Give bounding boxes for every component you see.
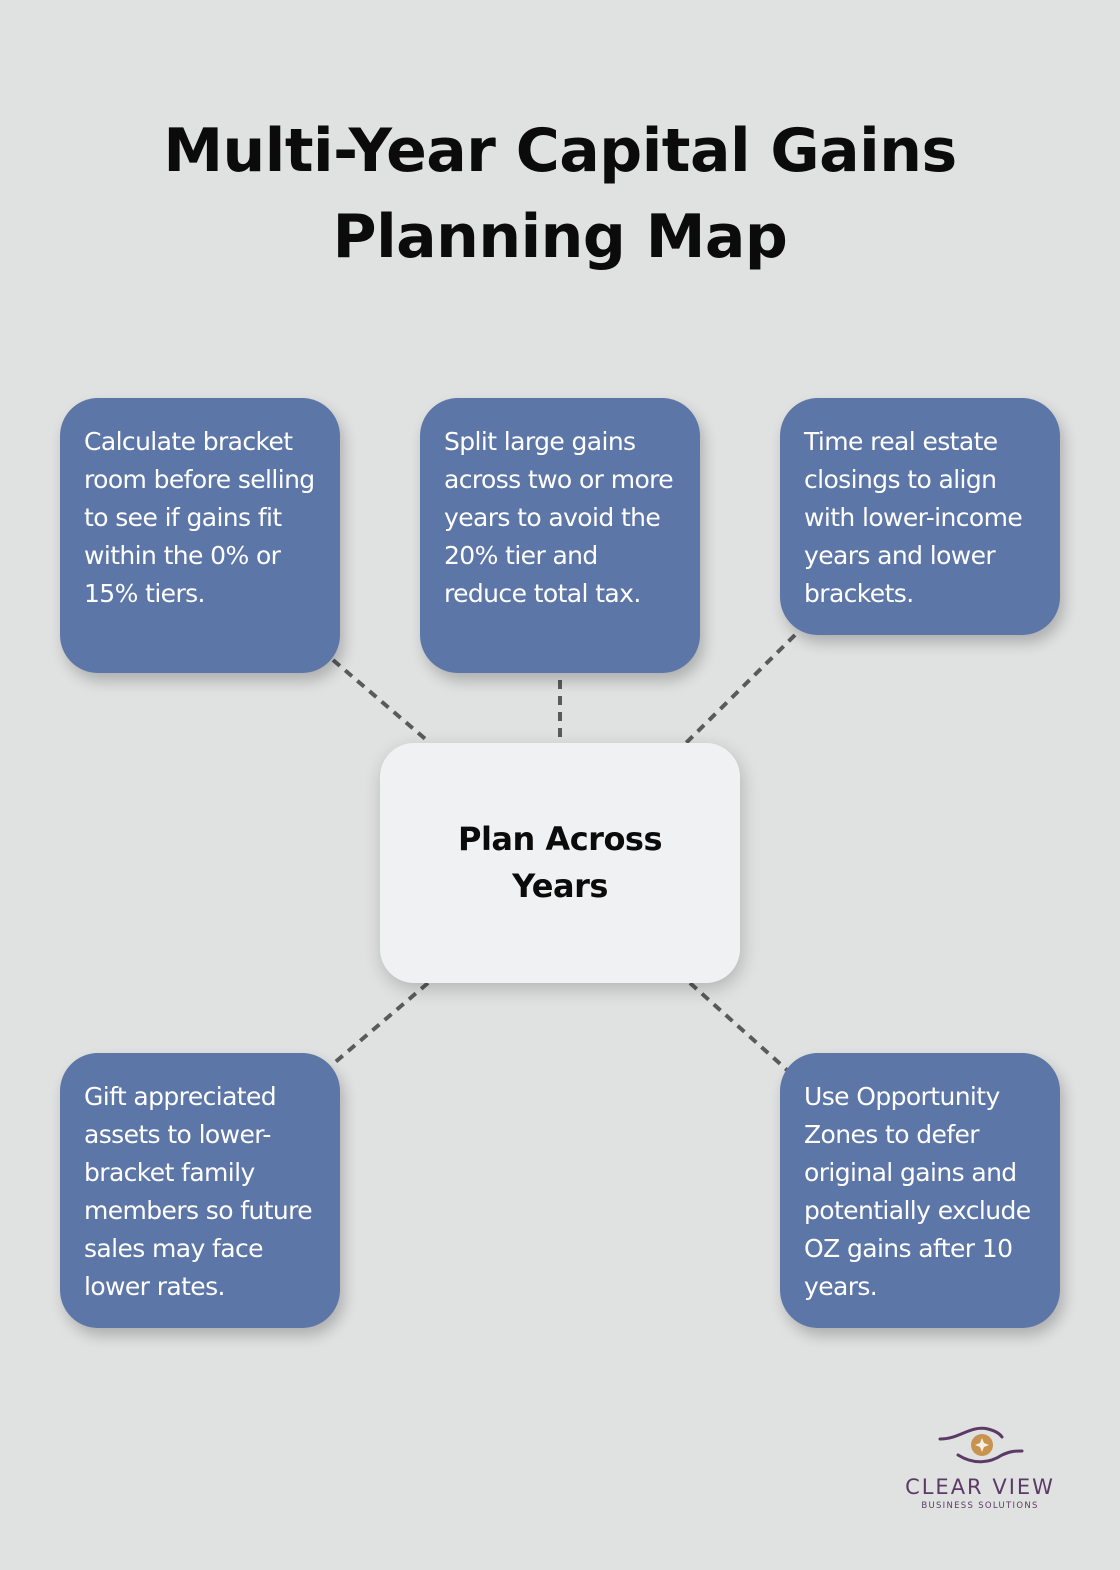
center-node: Plan Across Years bbox=[380, 743, 740, 983]
card-gift-appreciated-assets: Gift appreciated assets to lower-bracket… bbox=[60, 1053, 340, 1328]
logo-subtitle: BUSINESS SOLUTIONS bbox=[921, 1501, 1039, 1511]
center-line-2: Years bbox=[512, 867, 608, 905]
clear-view-logo: CLEAR VIEW BUSINESS SOLUTIONS bbox=[890, 1425, 1070, 1511]
card-text: Time real estate closings to align with … bbox=[804, 427, 1023, 608]
connector-bottom-right bbox=[688, 981, 789, 1072]
card-text: Split large gains across two or more yea… bbox=[444, 427, 674, 608]
connector-bottom-left bbox=[331, 981, 430, 1066]
connector-top-left bbox=[331, 658, 432, 745]
title-line-2: Planning Map bbox=[332, 202, 788, 272]
connector-top-right bbox=[684, 633, 797, 745]
logo-name: CLEAR VIEW bbox=[905, 1475, 1055, 1499]
card-text: Use Opportunity Zones to defer original … bbox=[804, 1082, 1031, 1301]
card-text: Calculate bracket room before selling to… bbox=[84, 427, 315, 608]
page-title: Multi-Year Capital Gains Planning Map bbox=[0, 108, 1120, 280]
title-line-1: Multi-Year Capital Gains bbox=[163, 116, 957, 186]
center-line-1: Plan Across bbox=[457, 820, 663, 858]
card-calculate-bracket-room: Calculate bracket room before selling to… bbox=[60, 398, 340, 673]
eye-star-icon bbox=[938, 1426, 1024, 1464]
card-time-real-estate: Time real estate closings to align with … bbox=[780, 398, 1060, 635]
card-text: Gift appreciated assets to lower-bracket… bbox=[84, 1082, 313, 1301]
card-opportunity-zones: Use Opportunity Zones to defer original … bbox=[780, 1053, 1060, 1328]
card-split-large-gains: Split large gains across two or more yea… bbox=[420, 398, 700, 673]
